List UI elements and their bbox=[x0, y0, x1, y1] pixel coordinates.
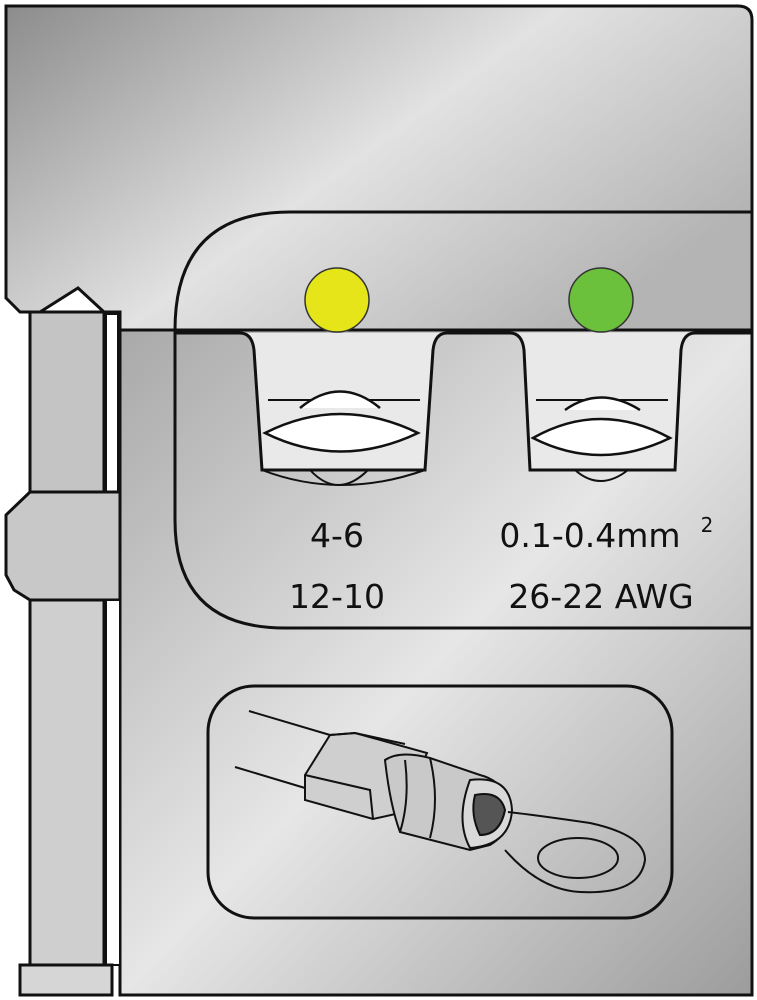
cavity-left-lens bbox=[262, 390, 421, 453]
green-indicator-dot bbox=[568, 267, 634, 333]
left-size-mm2: 4-6 bbox=[310, 516, 364, 555]
left-rail bbox=[28, 310, 106, 494]
rail-gap-lower bbox=[105, 599, 121, 966]
right-size-superscript: 2 bbox=[701, 513, 714, 537]
rail-foot bbox=[18, 963, 114, 997]
cavity-right-lens bbox=[530, 396, 673, 457]
upper-die-body bbox=[4, 4, 754, 337]
die-insert-panel bbox=[173, 210, 752, 630]
right-size-mm2: 0.1-0.4mm bbox=[499, 516, 680, 555]
right-size-awg: 26-22 AWG bbox=[508, 577, 693, 616]
left-size-awg: 12-10 bbox=[289, 577, 385, 616]
rail-gap bbox=[105, 313, 119, 493]
ring-terminal-icon bbox=[234, 710, 647, 894]
left-rail-lower bbox=[28, 598, 106, 967]
terminal-illustration-frame bbox=[206, 684, 674, 920]
rail-notch bbox=[4, 490, 122, 602]
yellow-indicator-dot bbox=[304, 267, 370, 333]
